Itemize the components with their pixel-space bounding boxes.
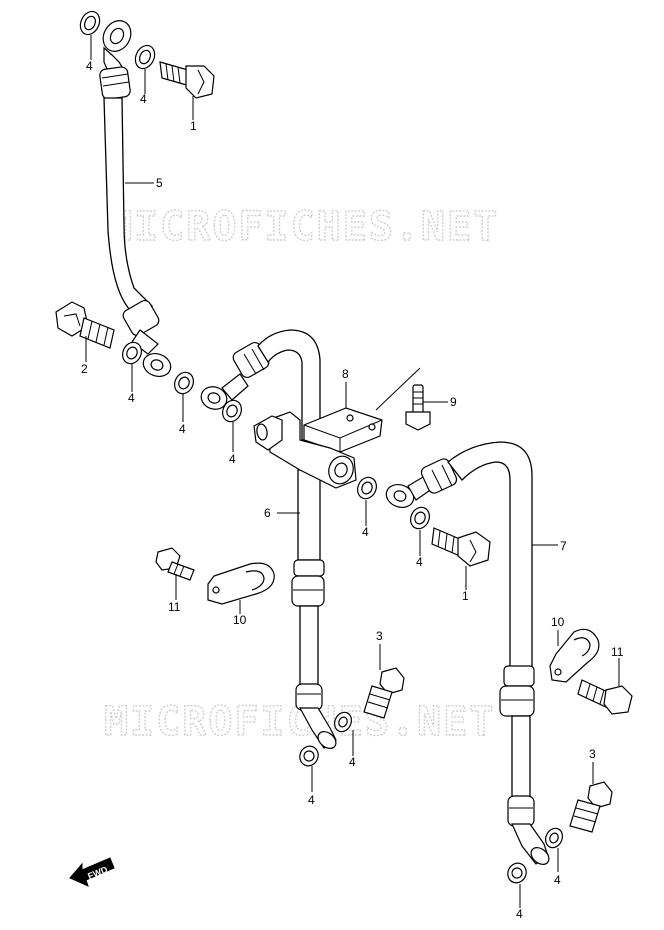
callout-1: 1 (462, 589, 469, 603)
union-bolt-1-lower[interactable] (431, 527, 491, 567)
clamp-10-right[interactable] (549, 628, 600, 683)
callout-10: 10 (551, 615, 565, 629)
callout-4: 4 (229, 452, 236, 466)
callout-11: 11 (168, 600, 181, 614)
callout-8: 8 (342, 367, 349, 381)
washer-4-top-right[interactable] (132, 42, 158, 71)
washer-4-right-a[interactable] (543, 826, 566, 851)
washer-4-joint-right[interactable] (354, 474, 380, 502)
callout-4: 4 (128, 391, 135, 405)
washer-4-right-b[interactable] (505, 860, 530, 886)
callout-2: 2 (81, 362, 88, 376)
callout-11: 11 (611, 645, 624, 659)
callout-9: 9 (450, 395, 457, 409)
bolt-11-right[interactable] (577, 679, 633, 715)
bolt-11-left[interactable] (155, 547, 195, 581)
callout-3: 3 (376, 629, 383, 643)
washer-4-left[interactable] (119, 339, 145, 367)
bolt-9[interactable] (405, 384, 431, 431)
washer-4-mid-left[interactable] (171, 369, 197, 397)
brake-hose-5[interactable] (98, 16, 174, 380)
callout-4: 4 (308, 793, 315, 807)
callout-4: 4 (86, 59, 93, 73)
callout-4: 4 (554, 873, 561, 887)
brake-hose-6[interactable] (198, 329, 339, 752)
fwd-arrow-icon: FWD (69, 857, 115, 887)
washer-4-center-b[interactable] (297, 743, 322, 769)
union-bolt-1-top[interactable] (159, 61, 215, 99)
union-bolt-2[interactable] (55, 301, 115, 349)
union-bolt-3-right[interactable] (569, 781, 613, 833)
callout-4: 4 (179, 422, 186, 436)
callout-7: 7 (560, 539, 567, 553)
clamp-10-left[interactable] (207, 562, 275, 605)
union-bolt-3-center[interactable] (363, 667, 405, 719)
callout-1: 1 (190, 119, 197, 133)
washer-4-hose7-upper[interactable] (407, 504, 433, 532)
callout-4: 4 (349, 755, 356, 769)
washer-4-center-a[interactable] (332, 710, 355, 735)
washer-4-joint-left[interactable] (219, 397, 245, 425)
leader-lines (85, 35, 620, 908)
callout-4: 4 (362, 525, 369, 539)
callout-10: 10 (233, 613, 247, 627)
callout-4: 4 (416, 555, 423, 569)
watermark-top: MICROFICHES.NET (108, 204, 499, 250)
callout-3: 3 (589, 747, 596, 761)
callout-6: 6 (264, 506, 271, 520)
brake-hose-7[interactable] (383, 441, 552, 868)
washer-4-top-left[interactable] (77, 8, 103, 37)
callout-5: 5 (156, 176, 163, 190)
brake-hose-joint-8[interactable] (253, 407, 383, 489)
callout-4: 4 (516, 907, 523, 921)
callout-4: 4 (140, 92, 147, 106)
callouts: 4 4 1 5 2 4 4 4 8 9 6 4 4 1 7 11 10 10 1… (81, 59, 624, 921)
